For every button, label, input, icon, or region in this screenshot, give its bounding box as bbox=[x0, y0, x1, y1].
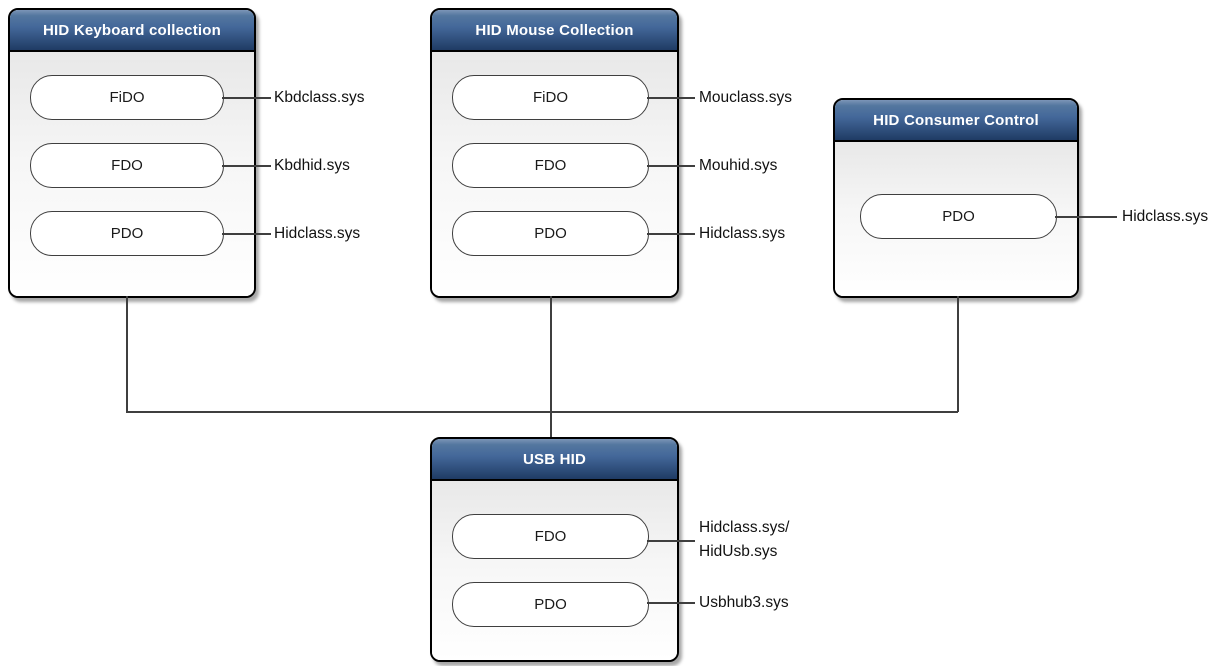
connector-consumer-to-bus bbox=[957, 296, 959, 412]
node-title: HID Consumer Control bbox=[873, 111, 1039, 129]
driver-label-mouclass: Mouclass.sys bbox=[699, 88, 793, 106]
annotation-connector bbox=[647, 97, 695, 99]
driver-label-kbdhid: Kbdhid.sys bbox=[274, 156, 350, 174]
node-header: USB HID bbox=[432, 439, 677, 481]
driver-label-line1: Hidclass.sys/ bbox=[699, 518, 790, 536]
node-body bbox=[432, 481, 677, 660]
driver-label-usbhub3: Usbhub3.sys bbox=[699, 593, 789, 611]
pill-label: PDO bbox=[534, 596, 567, 613]
node-usb-hid: USB HID FDO PDO bbox=[430, 437, 679, 662]
annotation-connector bbox=[647, 165, 695, 167]
driver-label-hidclass: Hidclass.sys bbox=[699, 224, 786, 242]
driver-label-hidclass: Hidclass.sys bbox=[1122, 207, 1209, 225]
connector-keyboard-to-bus bbox=[126, 296, 128, 412]
driver-label-mouhid: Mouhid.sys bbox=[699, 156, 778, 174]
driver-label-hidclass: Hidclass.sys bbox=[274, 224, 361, 242]
node-hid-mouse-collection: HID Mouse Collection FiDO FDO PDO bbox=[430, 8, 679, 298]
pill-pdo: PDO bbox=[452, 211, 649, 256]
pill-label: PDO bbox=[110, 225, 144, 242]
annotation-connector bbox=[647, 602, 695, 604]
pill-label: FiDO bbox=[533, 89, 568, 106]
pill-pdo: PDO bbox=[30, 211, 224, 256]
pill-label: FDO bbox=[111, 157, 143, 174]
annotation-connector bbox=[222, 233, 271, 235]
node-header: HID Keyboard collection bbox=[10, 10, 254, 52]
driver-label-hidclass-hidusb: Hidclass.sys/ HidUsb.sys bbox=[699, 516, 789, 564]
pill-fido: FiDO bbox=[30, 75, 224, 120]
pill-fido: FiDO bbox=[452, 75, 649, 120]
annotation-connector bbox=[647, 233, 695, 235]
annotation-connector bbox=[222, 97, 271, 99]
annotation-connector bbox=[1055, 216, 1117, 218]
node-title: HID Mouse Collection bbox=[475, 21, 634, 39]
pill-label: PDO bbox=[942, 208, 975, 225]
connector-mouse-to-usbhid bbox=[550, 296, 552, 437]
connector-bus-horizontal bbox=[126, 411, 958, 413]
pill-label: FDO bbox=[534, 157, 567, 174]
driver-label-line2: HidUsb.sys bbox=[699, 543, 778, 560]
annotation-connector bbox=[222, 165, 271, 167]
node-hid-consumer-control: HID Consumer Control PDO bbox=[833, 98, 1079, 298]
pill-label: FiDO bbox=[109, 89, 145, 106]
node-header: HID Consumer Control bbox=[835, 100, 1077, 142]
pill-label: PDO bbox=[534, 225, 567, 242]
pill-label: FDO bbox=[534, 528, 567, 545]
annotation-connector bbox=[647, 540, 695, 542]
pill-fdo: FDO bbox=[452, 143, 649, 188]
node-header: HID Mouse Collection bbox=[432, 10, 677, 52]
node-title: USB HID bbox=[522, 450, 587, 468]
driver-label-kbdclass: Kbdclass.sys bbox=[274, 88, 365, 106]
node-hid-keyboard-collection: HID Keyboard collection FiDO FDO PDO bbox=[8, 8, 256, 298]
pill-fdo: FDO bbox=[30, 143, 224, 188]
pill-fdo: FDO bbox=[452, 514, 649, 559]
node-title: HID Keyboard collection bbox=[43, 21, 221, 39]
pill-pdo: PDO bbox=[452, 582, 649, 627]
pill-pdo: PDO bbox=[860, 194, 1057, 239]
